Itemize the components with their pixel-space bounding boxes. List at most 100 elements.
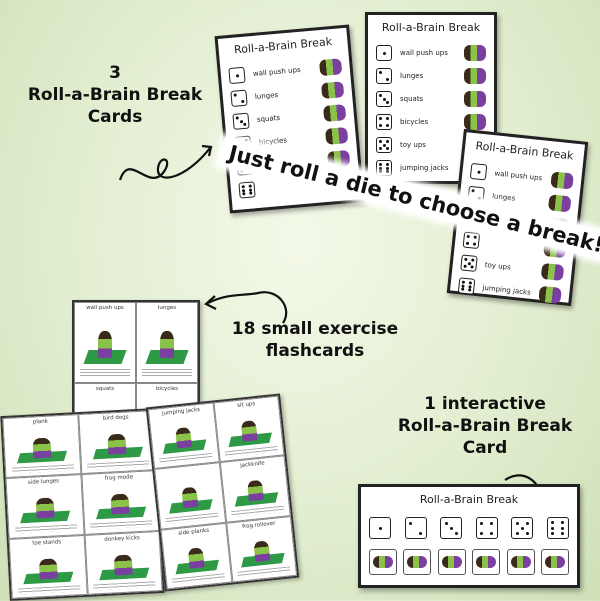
die-icon bbox=[376, 114, 392, 130]
exercise-slot[interactable] bbox=[437, 549, 466, 575]
die-icon bbox=[475, 517, 498, 539]
instruction-text bbox=[18, 584, 81, 594]
flashcard-label: side lunges bbox=[27, 478, 60, 487]
flashcard-label: wall push ups bbox=[86, 305, 124, 311]
die-pip bbox=[468, 284, 472, 289]
instruction-text bbox=[87, 460, 150, 470]
die-pip bbox=[386, 162, 389, 166]
exercise-figure-icon bbox=[476, 556, 497, 568]
die-pip bbox=[248, 188, 253, 192]
flashcard-label: bicycles bbox=[155, 385, 179, 392]
exercise-figure-icon bbox=[320, 81, 345, 100]
die-pip bbox=[472, 242, 477, 246]
exercise-figure-icon bbox=[240, 420, 258, 442]
die-pip bbox=[378, 526, 382, 530]
die-pip bbox=[379, 170, 382, 174]
die-pip bbox=[241, 99, 245, 104]
exercise-figure-icon bbox=[464, 68, 486, 84]
callout-line: 18 small exercise bbox=[231, 319, 399, 339]
die-icon bbox=[440, 517, 463, 539]
flashcard-label: side planks bbox=[177, 527, 210, 537]
exercise-figure-icon bbox=[175, 427, 193, 449]
die-pip bbox=[241, 188, 246, 192]
die-pip bbox=[454, 531, 458, 535]
exercise-figure-icon bbox=[540, 262, 565, 282]
three-cards-callout: 3 Roll-a-Brain Break Cards bbox=[15, 62, 215, 128]
exercise-slot[interactable] bbox=[369, 549, 397, 575]
die-pip bbox=[241, 184, 245, 188]
instruction-text bbox=[165, 512, 220, 525]
exercise-label: wall push ups bbox=[400, 49, 448, 57]
exercise-figure-icon bbox=[318, 58, 343, 77]
die-pip bbox=[382, 51, 386, 55]
flashcard-label: plank bbox=[32, 418, 49, 426]
exercise-label: toy ups bbox=[400, 141, 426, 149]
card-title: Roll-a-Brain Break bbox=[419, 493, 519, 506]
instruction-text bbox=[79, 368, 131, 377]
flashcard: plank bbox=[2, 414, 81, 479]
instruction-text bbox=[171, 572, 226, 585]
exercise-figure-icon bbox=[373, 556, 393, 568]
die-pip bbox=[561, 532, 565, 536]
exercise-slot[interactable] bbox=[472, 549, 501, 575]
exercise-slot[interactable] bbox=[540, 549, 569, 575]
flashcard: lunges bbox=[136, 302, 198, 383]
die-pip bbox=[386, 124, 389, 127]
die-pip bbox=[480, 521, 484, 525]
interactive-roll-card: Roll-a-Brain Break bbox=[358, 484, 580, 588]
exercise-figure-icon bbox=[159, 331, 175, 358]
die-pip bbox=[386, 140, 389, 143]
instruction-text bbox=[93, 580, 156, 591]
card-title: Roll-a-Brain Break bbox=[381, 21, 481, 34]
exercise-figure-icon bbox=[464, 45, 486, 61]
instruction-text bbox=[230, 506, 285, 518]
die-pip bbox=[473, 235, 477, 239]
die-pip bbox=[379, 94, 382, 97]
die-icon bbox=[376, 45, 392, 61]
die-pip bbox=[471, 189, 475, 193]
die-pip bbox=[379, 71, 382, 74]
die-icon bbox=[230, 89, 248, 107]
exercise-figure-icon bbox=[544, 556, 565, 568]
exercise-label: jumping jacks bbox=[400, 164, 449, 172]
exercise-slot[interactable] bbox=[403, 549, 432, 575]
exercise-figure-icon bbox=[35, 497, 55, 519]
flashcard: toe stands bbox=[8, 534, 88, 599]
die-pip bbox=[561, 520, 565, 524]
exercise-slot[interactable] bbox=[506, 549, 535, 575]
flashcard-label: sit ups bbox=[236, 401, 256, 409]
exercise-label: toy ups bbox=[484, 260, 512, 272]
exercise-label: bicycles bbox=[400, 118, 429, 126]
die-icon bbox=[376, 68, 392, 84]
die-icon bbox=[369, 517, 391, 539]
exercise-label: wall push ups bbox=[252, 65, 301, 78]
callout-line: flashcards bbox=[265, 341, 365, 362]
exercise-figure-icon bbox=[547, 194, 572, 213]
exercise-label: squats bbox=[400, 95, 424, 103]
die-pip bbox=[242, 192, 246, 196]
flashcard-label: jackknife bbox=[239, 460, 266, 470]
die-pip bbox=[248, 184, 252, 188]
exercise-figure-icon bbox=[114, 554, 133, 575]
die-pip bbox=[379, 166, 382, 170]
die-pip bbox=[480, 531, 484, 535]
flashcards-callout: 18 small exercise flashcards bbox=[215, 318, 415, 362]
die-icon bbox=[462, 231, 481, 250]
flashcard: wall push ups bbox=[74, 302, 136, 383]
die-pip bbox=[464, 257, 468, 261]
die-pip bbox=[525, 531, 529, 535]
die-pip bbox=[461, 287, 465, 292]
die-icon bbox=[238, 181, 256, 199]
flashcard-label: jumping jacks bbox=[161, 406, 201, 417]
die-icon bbox=[376, 137, 392, 153]
exercise-figure-icon bbox=[32, 437, 52, 459]
flashcard-label: lunges bbox=[157, 305, 177, 311]
flashcard bbox=[154, 462, 226, 530]
exercise-figure-icon bbox=[107, 433, 127, 455]
exercise-figure-icon bbox=[510, 556, 531, 568]
callout-line: Card bbox=[462, 438, 508, 459]
die-icon bbox=[376, 91, 392, 107]
exercise-figure-icon bbox=[252, 540, 271, 562]
die-pip bbox=[386, 117, 389, 120]
die-pip bbox=[386, 170, 389, 174]
